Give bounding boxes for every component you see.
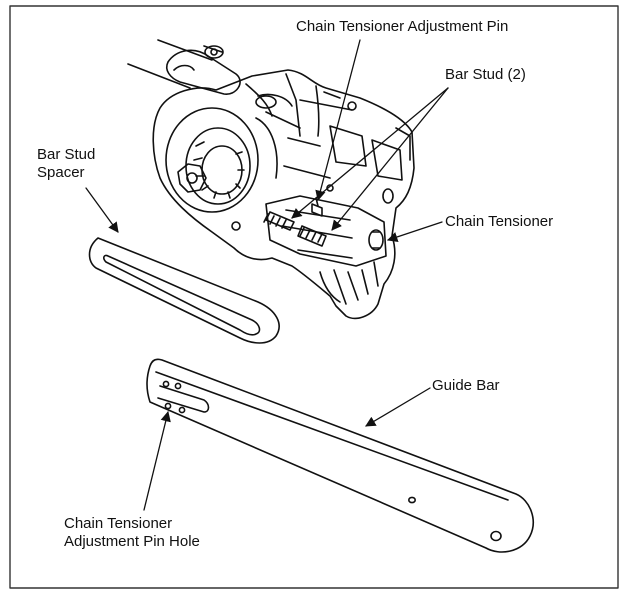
- bar-stud-spacer-part: [88, 237, 280, 344]
- leader-lines: [85, 39, 449, 511]
- guide-bar-part: [146, 358, 534, 553]
- bar-studs: [263, 211, 327, 247]
- label-adjustment-pin-hole-line1: Chain Tensioner: [64, 515, 173, 532]
- diagram-frame: [9, 5, 619, 589]
- label-chain-tensioner-adjustment-pin: Chain Tensioner Adjustment Pin: [296, 18, 509, 35]
- label-chain-tensioner: Chain Tensioner: [445, 213, 554, 230]
- label-guide-bar: Guide Bar: [432, 377, 500, 394]
- label-bar-stud: Bar Stud (2): [445, 66, 526, 83]
- label-bar-stud-spacer-line1: Bar Stud: [37, 146, 96, 163]
- chain-tensioner-part: [368, 229, 384, 251]
- label-bar-stud-spacer-line2: Spacer: [37, 164, 85, 181]
- label-bar-stud-spacer: Bar Stud Spacer: [37, 146, 95, 182]
- powerhead-housing: [127, 39, 415, 320]
- label-adjustment-pin-hole: Chain Tensioner Adjustment Pin Hole: [64, 515, 200, 551]
- label-adjustment-pin-hole-line2: Adjustment Pin Hole: [64, 533, 200, 550]
